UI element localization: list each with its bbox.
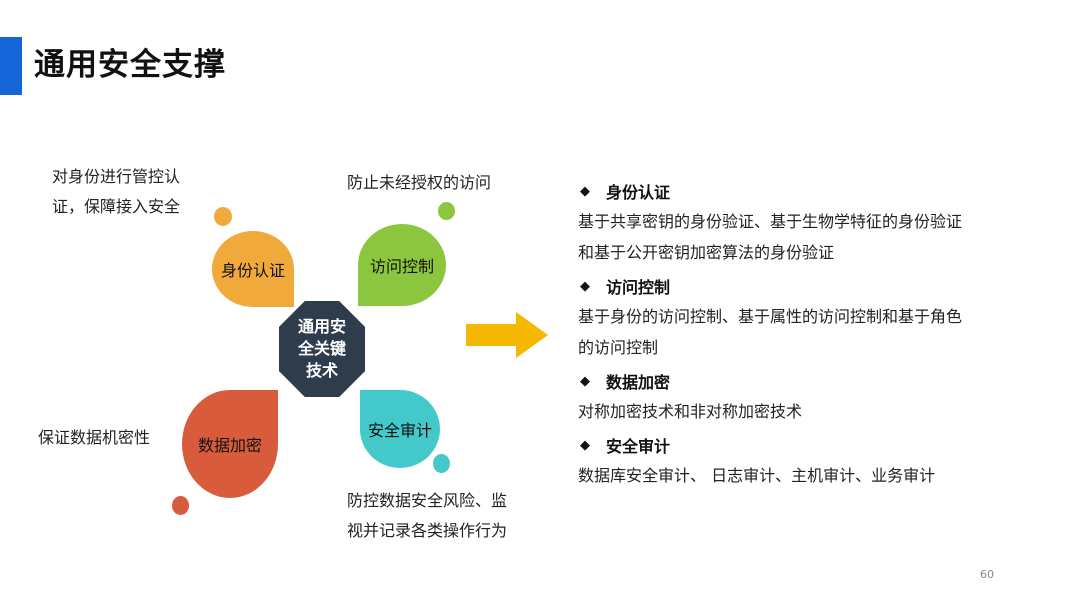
detail-heading: ◆ 访问控制 <box>578 271 1048 301</box>
note-line: 防控数据安全风险、监 <box>347 491 508 510</box>
note-security-audit: 防控数据安全风险、监 视并记录各类操作行为 <box>347 486 547 546</box>
petal-data-encryption-label: 数据加密 <box>197 436 262 455</box>
diamond-bullet-icon: ◆ <box>580 373 590 389</box>
details-panel: ◆ 身份认证 基于共享密钥的身份验证、基于生物学特征的身份验证 和基于公开密钥加… <box>578 176 1048 494</box>
petal-security-audit: 安全审计 <box>360 390 440 468</box>
detail-body: 对称加密技术和非对称加密技术 <box>578 396 1048 427</box>
petal-data-encryption: 数据加密 <box>182 390 278 498</box>
center-octagon: 通用安 全关键 技术 <box>279 301 365 397</box>
petal-identity-auth-label: 身份认证 <box>220 261 285 280</box>
detail-line: 数据库安全审计、 日志审计、主机审计、业务审计 <box>578 466 936 485</box>
accent-dot-audit <box>433 454 450 473</box>
detail-body: 基于身份的访问控制、基于属性的访问控制和基于角色 的访问控制 <box>578 301 1048 363</box>
note-line: 防止未经授权的访问 <box>347 173 492 192</box>
center-text: 通用安 全关键 技术 <box>287 316 357 382</box>
page-title: 通用安全支撑 <box>34 47 226 83</box>
right-arrow-icon <box>466 312 548 358</box>
detail-section: ◆ 身份认证 基于共享密钥的身份验证、基于生物学特征的身份验证 和基于公开密钥加… <box>578 176 1048 268</box>
detail-heading-text: 访问控制 <box>606 278 671 297</box>
detail-body: 基于共享密钥的身份验证、基于生物学特征的身份验证 和基于公开密钥加密算法的身份验… <box>578 206 1048 268</box>
detail-body: 数据库安全审计、 日志审计、主机审计、业务审计 <box>578 460 1048 491</box>
accent-dot-crypto <box>172 496 189 515</box>
detail-line: 基于身份的访问控制、基于属性的访问控制和基于角色 <box>578 307 963 326</box>
detail-heading-text: 数据加密 <box>606 373 671 392</box>
note-data-encryption: 保证数据机密性 <box>38 423 188 453</box>
detail-heading: ◆ 安全审计 <box>578 430 1048 460</box>
note-line: 证，保障接入安全 <box>52 197 181 216</box>
petal-identity-auth: 身份认证 <box>212 231 294 307</box>
center-line-2: 全关键 <box>297 339 346 358</box>
center-line-3: 技术 <box>305 361 338 380</box>
page-number: 60 <box>980 568 994 581</box>
detail-line: 和基于公开密钥加密算法的身份验证 <box>578 243 835 262</box>
detail-heading: ◆ 身份认证 <box>578 176 1048 206</box>
detail-section: ◆ 访问控制 基于身份的访问控制、基于属性的访问控制和基于角色 的访问控制 <box>578 271 1048 363</box>
detail-heading: ◆ 数据加密 <box>578 366 1048 396</box>
center-line-1: 通用安 <box>297 317 346 336</box>
note-line: 保证数据机密性 <box>38 428 151 447</box>
detail-heading-text: 安全审计 <box>606 437 671 456</box>
petal-access-control-label: 访问控制 <box>369 257 434 276</box>
detail-line: 对称加密技术和非对称加密技术 <box>578 402 803 421</box>
detail-section: ◆ 安全审计 数据库安全审计、 日志审计、主机审计、业务审计 <box>578 430 1048 491</box>
note-access-control: 防止未经授权的访问 <box>347 168 547 198</box>
diamond-bullet-icon: ◆ <box>580 437 590 453</box>
note-identity-auth: 对身份进行管控认 证，保障接入安全 <box>52 162 202 222</box>
diamond-bullet-icon: ◆ <box>580 183 590 199</box>
accent-dot-access <box>438 202 455 220</box>
petal-access-control: 访问控制 <box>358 224 446 306</box>
title-accent-bar <box>0 37 22 95</box>
note-line: 对身份进行管控认 <box>52 167 181 186</box>
note-line: 视并记录各类操作行为 <box>347 521 508 540</box>
detail-line: 基于共享密钥的身份验证、基于生物学特征的身份验证 <box>578 212 963 231</box>
accent-dot-auth <box>214 207 232 226</box>
detail-line: 的访问控制 <box>578 338 659 357</box>
diamond-bullet-icon: ◆ <box>580 278 590 294</box>
petal-security-audit-label: 安全审计 <box>367 421 432 440</box>
detail-section: ◆ 数据加密 对称加密技术和非对称加密技术 <box>578 366 1048 427</box>
detail-heading-text: 身份认证 <box>606 183 671 202</box>
